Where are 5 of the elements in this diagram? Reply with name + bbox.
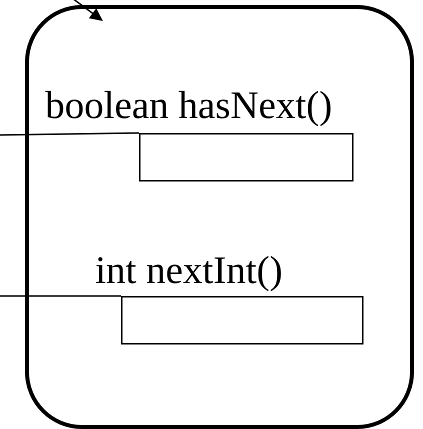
connector-line [0, 295, 121, 297]
connector-line [0, 132, 140, 136]
method-label: boolean hasNext() [45, 90, 330, 126]
method-label: int nextInt() [96, 256, 281, 292]
rounded-box [25, 5, 414, 429]
